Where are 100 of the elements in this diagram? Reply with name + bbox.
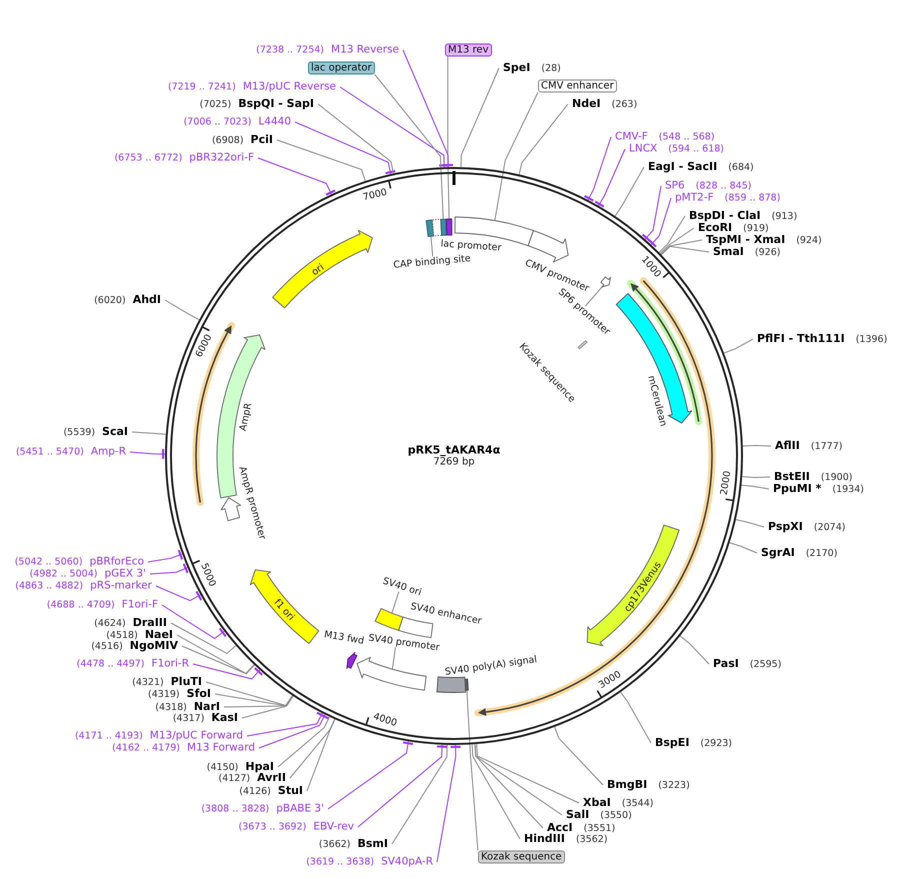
cut-site-position: (4518)	[106, 630, 138, 641]
cut-site-position: (1934)	[832, 484, 864, 495]
cut-site-position: (4318)	[155, 702, 187, 713]
primer-position: (5042 .. 5060)	[14, 556, 83, 568]
cut-site-position: (7025)	[200, 99, 232, 110]
enzyme-name: SfoI	[186, 688, 211, 699]
primer-name: pBRforEco	[90, 556, 144, 568]
cut-site-position: (1396)	[856, 334, 888, 345]
primer-name: M13 Forward	[187, 742, 255, 754]
leader-line	[192, 664, 263, 680]
enzyme-name: BsmI	[358, 838, 388, 849]
cut-site-position: (684)	[728, 162, 754, 173]
feature-segment	[440, 218, 447, 236]
enzyme-name: HpaI	[245, 761, 274, 772]
plasmid-length: 7269 bp	[433, 456, 475, 468]
leader-line	[156, 586, 202, 602]
cut-site-position: (28)	[541, 63, 561, 74]
primer-name: SV40pA-R	[381, 856, 433, 868]
leader-line	[132, 432, 166, 435]
primer-name: F1ori-F	[122, 600, 158, 610]
enzyme-name: BspDI - ClaI	[689, 210, 761, 221]
tick-label: 6000	[194, 332, 215, 360]
cut-site-position: (4126)	[239, 786, 271, 797]
enzyme-name: SgrAI	[761, 547, 795, 558]
leader-line	[176, 634, 255, 674]
leader-line	[246, 712, 326, 736]
leader-line	[392, 744, 448, 844]
primer-name: M13/pUC Reverse	[242, 82, 336, 92]
primer-name: EBV-rev	[313, 822, 354, 832]
enzyme-name: PciI	[250, 134, 273, 145]
cut-site-position: (6908)	[212, 135, 244, 146]
primer-position: (4982 .. 5004)	[30, 568, 98, 580]
feature-segment	[432, 218, 442, 236]
leader-line	[402, 50, 454, 168]
cut-site-position: (4319)	[148, 689, 180, 700]
enzyme-name: BspEI	[655, 737, 690, 748]
leader-line	[642, 186, 662, 242]
cut-site-position: (3562)	[576, 834, 608, 845]
primer-name: CMV-F	[615, 132, 648, 142]
enzyme-name: KasI	[211, 712, 238, 723]
enzyme-name: AvrII	[257, 772, 286, 783]
tick-label: 4000	[372, 711, 398, 730]
leader-line	[392, 646, 396, 670]
leader-line	[436, 744, 461, 862]
leader-line	[150, 563, 189, 574]
enzyme-name: BstEII	[774, 471, 810, 482]
plasmid-name: pRK5_tAKAR4α	[408, 444, 500, 456]
leader-line	[660, 246, 710, 256]
leader-line	[476, 744, 580, 804]
cut-site-position: (3544)	[622, 798, 654, 809]
leader-line	[584, 284, 604, 306]
enzyme-name: TspMI - XmaI	[706, 234, 786, 245]
enzyme-name: ScaI	[102, 426, 128, 437]
feature-label: SV40 enhancer	[409, 601, 483, 627]
leader-line	[276, 140, 366, 182]
leader-line	[374, 74, 444, 220]
feature-band	[600, 276, 611, 288]
leader-line	[742, 445, 772, 446]
leader-line	[735, 519, 764, 528]
enzyme-name: DraIII	[132, 617, 167, 628]
leader-line	[614, 166, 644, 217]
cut-site-position: (5539)	[63, 427, 96, 438]
leader-line	[258, 713, 330, 748]
leader-line	[494, 92, 538, 221]
enzyme-name: PasI	[713, 658, 739, 669]
primer-position: (3619 .. 3638)	[306, 856, 374, 868]
cut-site-position: (3223)	[658, 780, 690, 791]
primer-position: (828 .. 845)	[696, 180, 752, 192]
cut-site-position: (4127)	[218, 773, 250, 784]
leader-line	[162, 604, 227, 640]
enzyme-name: EcoRI	[698, 222, 732, 233]
leader-line	[242, 696, 294, 718]
feature-label: SV40 poly(A) signal	[444, 654, 538, 678]
leader-line	[741, 484, 770, 490]
leader-line	[660, 228, 694, 254]
primer-name: pMT2-F	[675, 192, 714, 204]
enzyme-name: NgoMIV	[130, 640, 178, 651]
primer-position: (4688 .. 4709)	[46, 600, 115, 610]
enzyme-name: AflII	[775, 440, 800, 451]
cut-site-position: (263)	[612, 99, 638, 110]
primer-name: L4440	[258, 116, 291, 128]
cut-site-position: (4150)	[206, 762, 238, 773]
leader-line	[658, 216, 686, 253]
primer-position: (7006 .. 7023)	[184, 116, 252, 128]
cut-site-position: (913)	[772, 211, 798, 222]
primer-position: (7238 .. 7254)	[256, 44, 324, 56]
primer-position: (4478 .. 4497)	[76, 658, 145, 670]
enzyme-name: PflFI - Tth111I	[757, 333, 845, 344]
leader-line	[318, 104, 394, 174]
cut-site-position: (2074)	[814, 522, 846, 533]
leader-line	[620, 692, 652, 744]
leader-line	[306, 718, 336, 792]
leader-line	[430, 236, 434, 257]
primer-position: (859 .. 878)	[724, 192, 780, 204]
leader-line	[729, 542, 758, 554]
feature-segment	[398, 616, 434, 638]
leader-line	[170, 622, 236, 654]
primer-position: (4171 .. 4193)	[74, 730, 143, 742]
primer-name: LNCX	[629, 144, 658, 154]
leader-line	[460, 68, 500, 168]
